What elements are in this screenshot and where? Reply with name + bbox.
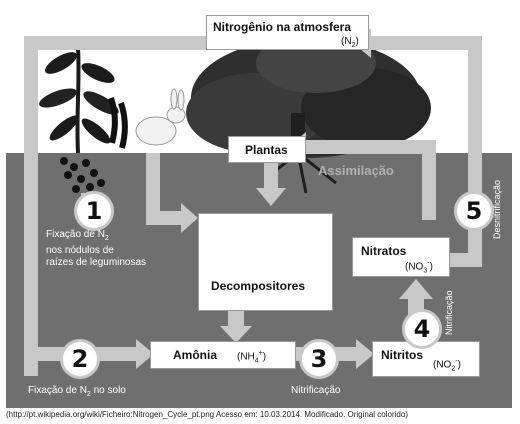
step-5-circle: 5 [454,191,494,231]
tree-illustration [186,33,431,194]
step-4-circle: 4 [402,309,442,349]
ammonia-label: Amônia [173,348,218,362]
rabbit-illustration [135,88,186,146]
nitrogen-cycle-figure: Nitrogênio na atmosfera (N2) Plantas Dec… [6,3,512,408]
nitrates-box: Nitratos (NO3-) [352,237,450,277]
atmosphere-nitrogen-box: Nitrogênio na atmosfera (N2) [206,15,369,50]
atmosphere-formula: (N2) [341,36,359,49]
step-2-circle: 2 [60,339,100,379]
fixation-soil-label: Fixação de N2 no solo [28,385,126,398]
nitrates-formula: (NO3-) [405,260,433,275]
nitrification-side-label: Nitrificação [444,290,454,335]
plants-label: Plantas [245,143,288,157]
decomposers-box: Decompositores [198,213,333,311]
source-caption: (http://pt.wikipedia.org/wiki/Ficheiro:N… [6,410,408,419]
fixation-nodules-label: Fixação de N2 nos nódulos de raízes de l… [46,229,147,268]
nitrification-bottom-label: Nitrificação [291,385,341,396]
nitrites-formula: (NO2-) [433,358,461,373]
root-nodules-illustration [60,157,105,193]
denitrification-label: Desnitrificação [492,179,502,239]
legume-plant-illustration [39,47,128,154]
assimilation-label: Assimilação [318,163,394,178]
ammonia-formula: (NH4+) [237,350,267,365]
ammonia-box: Amônia (NH4+) [150,341,296,369]
atmosphere-label: Nitrogênio na atmosfera [213,20,352,34]
nitrites-label: Nitritos [381,348,423,362]
nitrates-label: Nitratos [361,244,407,258]
decomposers-label: Decompositores [211,279,306,293]
plants-box: Plantas [228,136,306,163]
step-3-circle: 3 [299,339,339,379]
step-1-circle: 1 [74,191,114,231]
